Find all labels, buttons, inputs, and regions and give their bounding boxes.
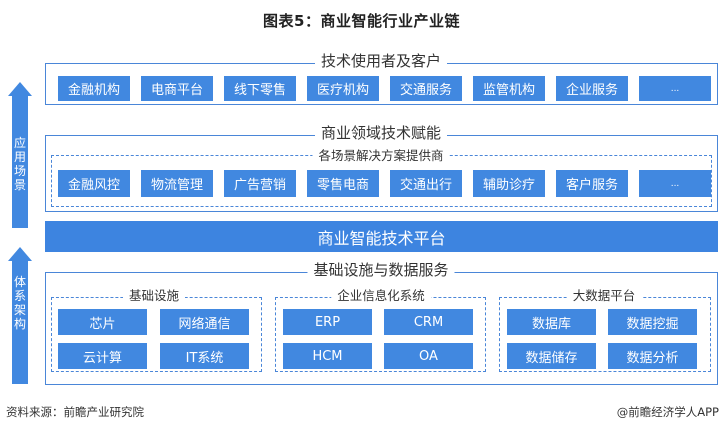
- infra-chip: OA: [384, 343, 473, 369]
- arrow-char: 场: [13, 164, 26, 178]
- scenario-chip: 零售电商: [307, 170, 379, 197]
- arrow-char: 用: [13, 150, 26, 164]
- user-chip: 线下零售: [224, 76, 296, 101]
- user-chip: ...: [639, 76, 711, 101]
- arrow-char: 体: [13, 275, 26, 289]
- scenario-chip: ...: [639, 170, 711, 197]
- scenario-chip: 物流管理: [141, 170, 213, 197]
- user-chip: 电商平台: [141, 76, 213, 101]
- arrow-up-icon: [8, 82, 32, 96]
- infra-group-title: 大数据平台: [566, 288, 642, 304]
- infra-chip: CRM: [384, 309, 473, 335]
- infra-chip: IT系统: [160, 343, 249, 369]
- arrow-char: 构: [13, 317, 26, 331]
- infra-group-title: 企业信息化系统: [331, 288, 431, 304]
- user-chip: 企业服务: [556, 76, 628, 101]
- scenario-chip: 交通出行: [390, 170, 462, 197]
- infra-chip: 数据储存: [507, 343, 596, 369]
- infra-chip: HCM: [283, 343, 372, 369]
- arrow-char: 应: [13, 136, 26, 150]
- infra-group-title: 基础设施: [122, 288, 186, 304]
- scenario-chip: 金融风控: [58, 170, 130, 197]
- infra-chip: 云计算: [58, 343, 147, 369]
- scenario-chip: 客户服务: [556, 170, 628, 197]
- infra-chip: 数据分析: [608, 343, 697, 369]
- user-chip: 交通服务: [390, 76, 462, 101]
- platform-label: 商业智能技术平台: [317, 228, 446, 248]
- infra-chip: ERP: [283, 309, 372, 335]
- arrow-char: 系: [13, 289, 26, 303]
- users-section-title: 技术使用者及客户: [314, 51, 448, 71]
- user-chip: 监管机构: [473, 76, 545, 101]
- scenario-chip: 广告营销: [224, 170, 296, 197]
- arrow-char: 架: [13, 303, 26, 317]
- user-chip: 金融机构: [58, 76, 130, 101]
- application-arrow: 应 用 场 景: [8, 82, 32, 228]
- empower-section-title: 商业领域技术赋能: [314, 123, 448, 143]
- infra-chip: 芯片: [58, 309, 147, 335]
- arrow-char: 景: [13, 178, 26, 192]
- infra-section-title: 基础设施与数据服务: [307, 260, 455, 280]
- platform-bar: 商业智能技术平台: [45, 221, 718, 252]
- chart-title: 图表5：商业智能行业产业链: [263, 12, 460, 30]
- scenario-chip: 辅助诊疗: [473, 170, 545, 197]
- infra-chip: 网络通信: [160, 309, 249, 335]
- credit-note: @前瞻经济学人APP: [616, 405, 719, 419]
- architecture-arrow: 体 系 架 构: [8, 247, 32, 384]
- solution-providers-title: 各场景解决方案提供商: [312, 148, 450, 164]
- source-note: 资料来源：前瞻产业研究院: [6, 405, 144, 419]
- infra-chip: 数据库: [507, 309, 596, 335]
- user-chip: 医疗机构: [307, 76, 379, 101]
- arrow-up-icon: [8, 247, 32, 261]
- infra-chip: 数据挖掘: [608, 309, 697, 335]
